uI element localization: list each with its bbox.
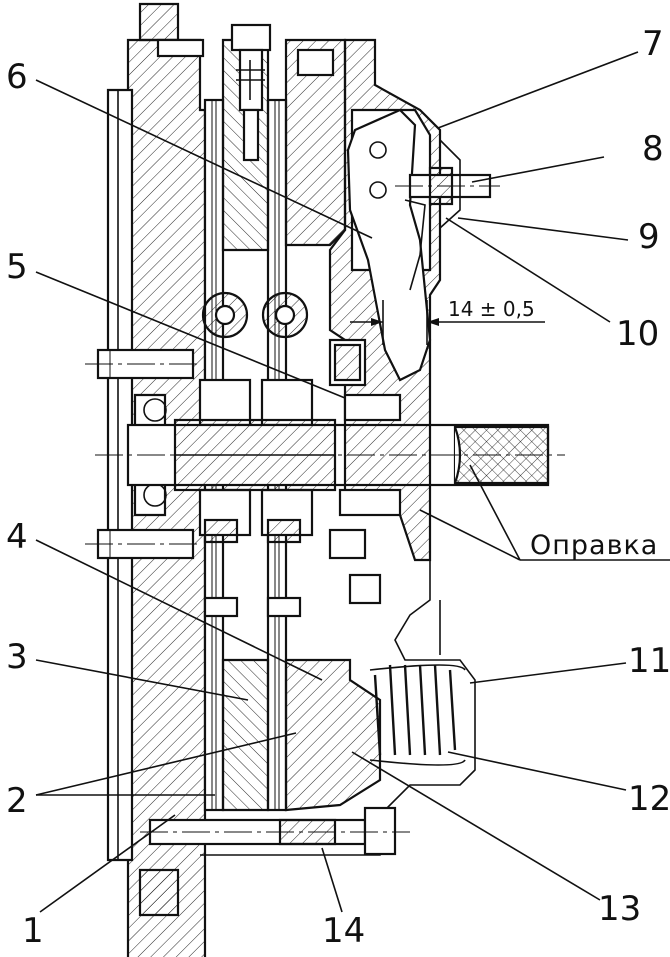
leader-lines — [35, 51, 670, 913]
label-13: 13 — [598, 889, 641, 929]
label-1: 1 — [22, 911, 44, 951]
dimension-line: 14 ± 0,5 — [350, 297, 545, 345]
input-shaft — [95, 418, 565, 492]
dimension-text: 14 ± 0,5 — [448, 297, 535, 321]
release-sleeve — [328, 338, 402, 605]
pin-bolt — [140, 806, 410, 856]
label-opravka: Оправка — [530, 530, 658, 561]
label-6: 6 — [6, 57, 28, 97]
pressure-spring — [369, 664, 466, 766]
disc-hubs — [198, 291, 314, 618]
label-10: 10 — [616, 314, 659, 354]
part-labels: 6 5 4 3 2 1 14 7 8 9 10 11 12 13 Оправка — [6, 24, 670, 951]
adjust-stud — [395, 139, 500, 229]
label-2: 2 — [6, 781, 28, 821]
label-14: 14 — [322, 911, 365, 951]
label-3: 3 — [6, 637, 28, 677]
label-9: 9 — [638, 217, 660, 257]
label-12: 12 — [628, 779, 670, 819]
label-8: 8 — [642, 129, 664, 169]
adjust-screws — [156, 23, 335, 162]
label-4: 4 — [6, 517, 28, 557]
label-11: 11 — [628, 641, 670, 681]
flywheel-bolts — [85, 348, 200, 560]
label-5: 5 — [6, 247, 28, 287]
label-7: 7 — [642, 24, 664, 64]
